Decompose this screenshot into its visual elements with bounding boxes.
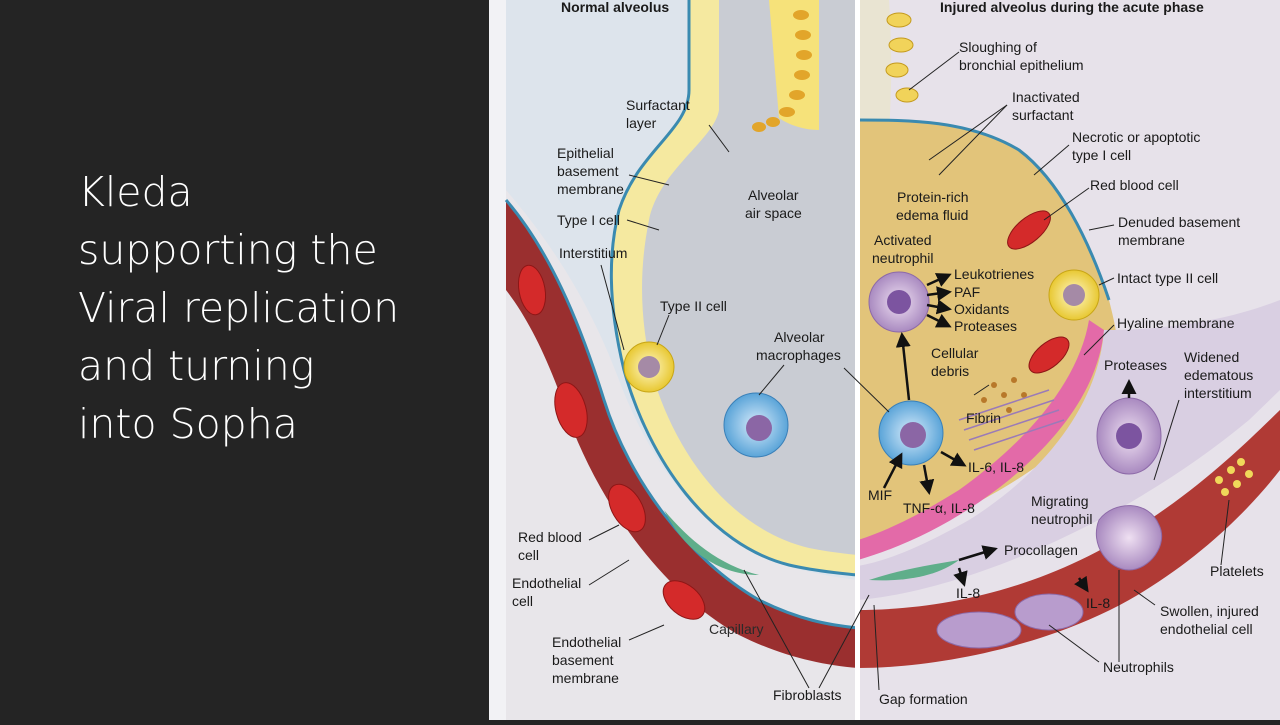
- label-macro-2: macrophages: [756, 347, 841, 363]
- label-surfactant-1: Surfactant: [626, 97, 690, 113]
- header-normal: Normal alveolus: [561, 0, 669, 15]
- label-migrating-1: Migrating: [1031, 493, 1089, 509]
- label-necrotic-1: Necrotic or apoptotic: [1072, 129, 1200, 145]
- label-rbc-1: Red blood: [518, 529, 582, 545]
- label-platelets: Platelets: [1210, 563, 1264, 579]
- label-swollen-2: endothelial cell: [1160, 621, 1253, 637]
- title-line-5: into Sopha: [78, 400, 298, 448]
- label-procollagen: Procollagen: [1004, 542, 1078, 558]
- neutrophil-proteases: [1096, 397, 1162, 475]
- label-intact-type2: Intact type II cell: [1117, 270, 1218, 286]
- label-debris-1: Cellular: [931, 345, 979, 361]
- label-capillary: Capillary: [709, 621, 763, 637]
- label-endothelial-2: cell: [512, 593, 533, 609]
- slide-title: Kleda supporting the Viral replication a…: [78, 163, 438, 453]
- label-macro-1: Alveolar: [774, 329, 825, 345]
- red-blood-cells-normal: [517, 264, 706, 620]
- title-line-3: Viral replication: [78, 284, 400, 332]
- label-activated-2: neutrophil: [872, 250, 934, 266]
- alveolar-macrophage-normal: [723, 392, 789, 458]
- label-denuded-2: membrane: [1118, 232, 1185, 248]
- label-alveolar-air-2: air space: [745, 205, 802, 221]
- platelets: [1215, 458, 1253, 496]
- leader-lines: [588, 51, 1230, 691]
- label-widened-1: Widened: [1184, 349, 1239, 365]
- diagram-svg: Normal alveolus Injured alveolus during …: [504, 0, 1280, 720]
- label-leukotrienes: Leukotrienes: [954, 266, 1034, 282]
- label-protein-rich-2: edema fluid: [896, 207, 968, 223]
- sloughing-epithelium: [885, 12, 919, 103]
- label-widened-3: interstitium: [1184, 385, 1252, 401]
- label-endothelial-1: Endothelial: [512, 575, 581, 591]
- label-epithelial-bm-2: basement: [557, 163, 619, 179]
- label-il6: IL-6, IL-8: [968, 459, 1024, 475]
- label-proteases-mediator: Proteases: [954, 318, 1017, 334]
- label-necrotic-2: type I cell: [1072, 147, 1131, 163]
- label-migrating-2: neutrophil: [1031, 511, 1093, 527]
- alveolar-macrophage-injured: [878, 400, 944, 466]
- bronchial-epithelium: [752, 0, 819, 132]
- type-ii-cell-normal: [623, 341, 675, 393]
- mediator-arrows: [882, 273, 1137, 593]
- label-epithelial-bm-1: Epithelial: [557, 145, 614, 161]
- alveolar-air-space: [642, 0, 858, 555]
- label-type2: Type II cell: [660, 298, 727, 314]
- label-type1: Type I cell: [557, 212, 620, 228]
- label-rbc-injured: Red blood cell: [1090, 177, 1179, 193]
- label-widened-2: edematous: [1184, 367, 1253, 383]
- panel-divider: [855, 0, 860, 720]
- label-surfactant-2: layer: [626, 115, 657, 131]
- title-line-4: and turning: [78, 342, 315, 390]
- label-inactivated-2: surfactant: [1012, 107, 1074, 123]
- label-gap: Gap formation: [879, 691, 968, 707]
- label-fibrin: Fibrin: [966, 410, 1001, 426]
- label-rbc-2: cell: [518, 547, 539, 563]
- label-epithelial-bm-3: membrane: [557, 181, 624, 197]
- endothelial-basement-membrane: [504, 199, 859, 630]
- denuded-basement-membrane: [857, 118, 1111, 301]
- label-neutrophils: Neutrophils: [1103, 659, 1174, 675]
- widened-interstitium: [858, 300, 1280, 600]
- interstitium-region: [506, 190, 858, 720]
- fibrin: [958, 389, 1065, 451]
- normal-labels: Surfactant layer Epithelial basement mem…: [512, 97, 841, 703]
- migrating-neutrophil: [1095, 505, 1163, 571]
- bronchial-space: [858, 0, 892, 150]
- label-il8-a: IL-8: [956, 585, 980, 601]
- cellular-debris: [981, 377, 1027, 413]
- label-sloughing-2: bronchial epithelium: [959, 57, 1084, 73]
- alveolus-diagram: Normal alveolus Injured alveolus during …: [489, 0, 1280, 720]
- label-fibroblasts: Fibroblasts: [773, 687, 841, 703]
- label-endo-bm-3: membrane: [552, 670, 619, 686]
- label-sloughing-1: Sloughing of: [959, 39, 1037, 55]
- intact-type-ii-cell: [1048, 269, 1100, 321]
- header-injured: Injured alveolus during the acute phase: [940, 0, 1204, 15]
- label-mif: MIF: [868, 487, 892, 503]
- title-line-2: supporting the: [78, 226, 378, 274]
- label-il8-b: IL-8: [1086, 595, 1110, 611]
- label-denuded-1: Denuded basement: [1118, 214, 1240, 230]
- label-tnf: TNF-α, IL-8: [903, 500, 975, 516]
- capillary-injured: [858, 410, 1280, 668]
- label-proteases: Proteases: [1104, 357, 1167, 373]
- label-endo-bm-2: basement: [552, 652, 614, 668]
- label-paf: PAF: [954, 284, 980, 300]
- hyaline-membrane: [858, 320, 1104, 560]
- label-alveolar-air-1: Alveolar: [748, 187, 799, 203]
- activated-neutrophil: [868, 271, 930, 333]
- label-hyaline: Hyaline membrane: [1117, 315, 1235, 331]
- label-debris-2: debris: [931, 363, 969, 379]
- label-oxidants: Oxidants: [954, 301, 1009, 317]
- fibroblasts: [664, 510, 959, 581]
- label-protein-rich-1: Protein-rich: [897, 189, 969, 205]
- neutrophils-capillary: [936, 593, 1084, 649]
- injured-labels: Sloughing of bronchial epithelium Inacti…: [868, 39, 1264, 707]
- label-interstitium: Interstitium: [559, 245, 627, 261]
- label-activated-1: Activated: [874, 232, 932, 248]
- label-endo-bm-1: Endothelial: [552, 634, 621, 650]
- title-line-1: Kleda: [78, 168, 193, 216]
- red-blood-cells-injured: [1007, 210, 1070, 374]
- label-swollen-1: Swollen, injured: [1160, 603, 1259, 619]
- label-inactivated-1: Inactivated: [1012, 89, 1080, 105]
